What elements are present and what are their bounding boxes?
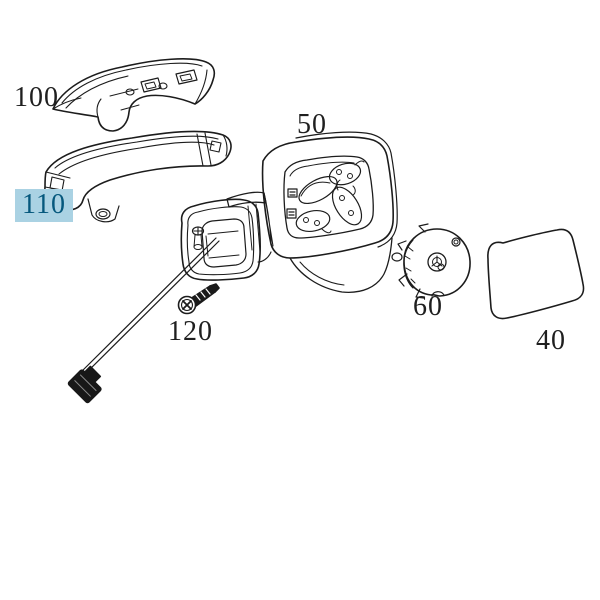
mirror-foot-bracket [181, 192, 273, 280]
part-screw [179, 284, 220, 314]
part-label-100[interactable]: 100 [14, 82, 59, 113]
part-label-50[interactable]: 50 [297, 109, 327, 140]
part-label-40[interactable]: 40 [536, 325, 566, 356]
part-mirror-housing-assembly [263, 132, 398, 292]
part-turn-signal-lamp [45, 131, 231, 221]
brand-star-mark [432, 256, 442, 267]
part-upper-housing-cover [53, 59, 214, 131]
part-label-60[interactable]: 60 [413, 291, 443, 322]
part-label-120[interactable]: 120 [168, 316, 213, 347]
part-mirror-glass [488, 229, 584, 318]
part-label-110-selected[interactable]: 110 [15, 189, 73, 222]
cable-connector [68, 364, 108, 404]
mirror-wiring-cable [68, 238, 219, 403]
part-adjustment-actuator [392, 224, 470, 298]
